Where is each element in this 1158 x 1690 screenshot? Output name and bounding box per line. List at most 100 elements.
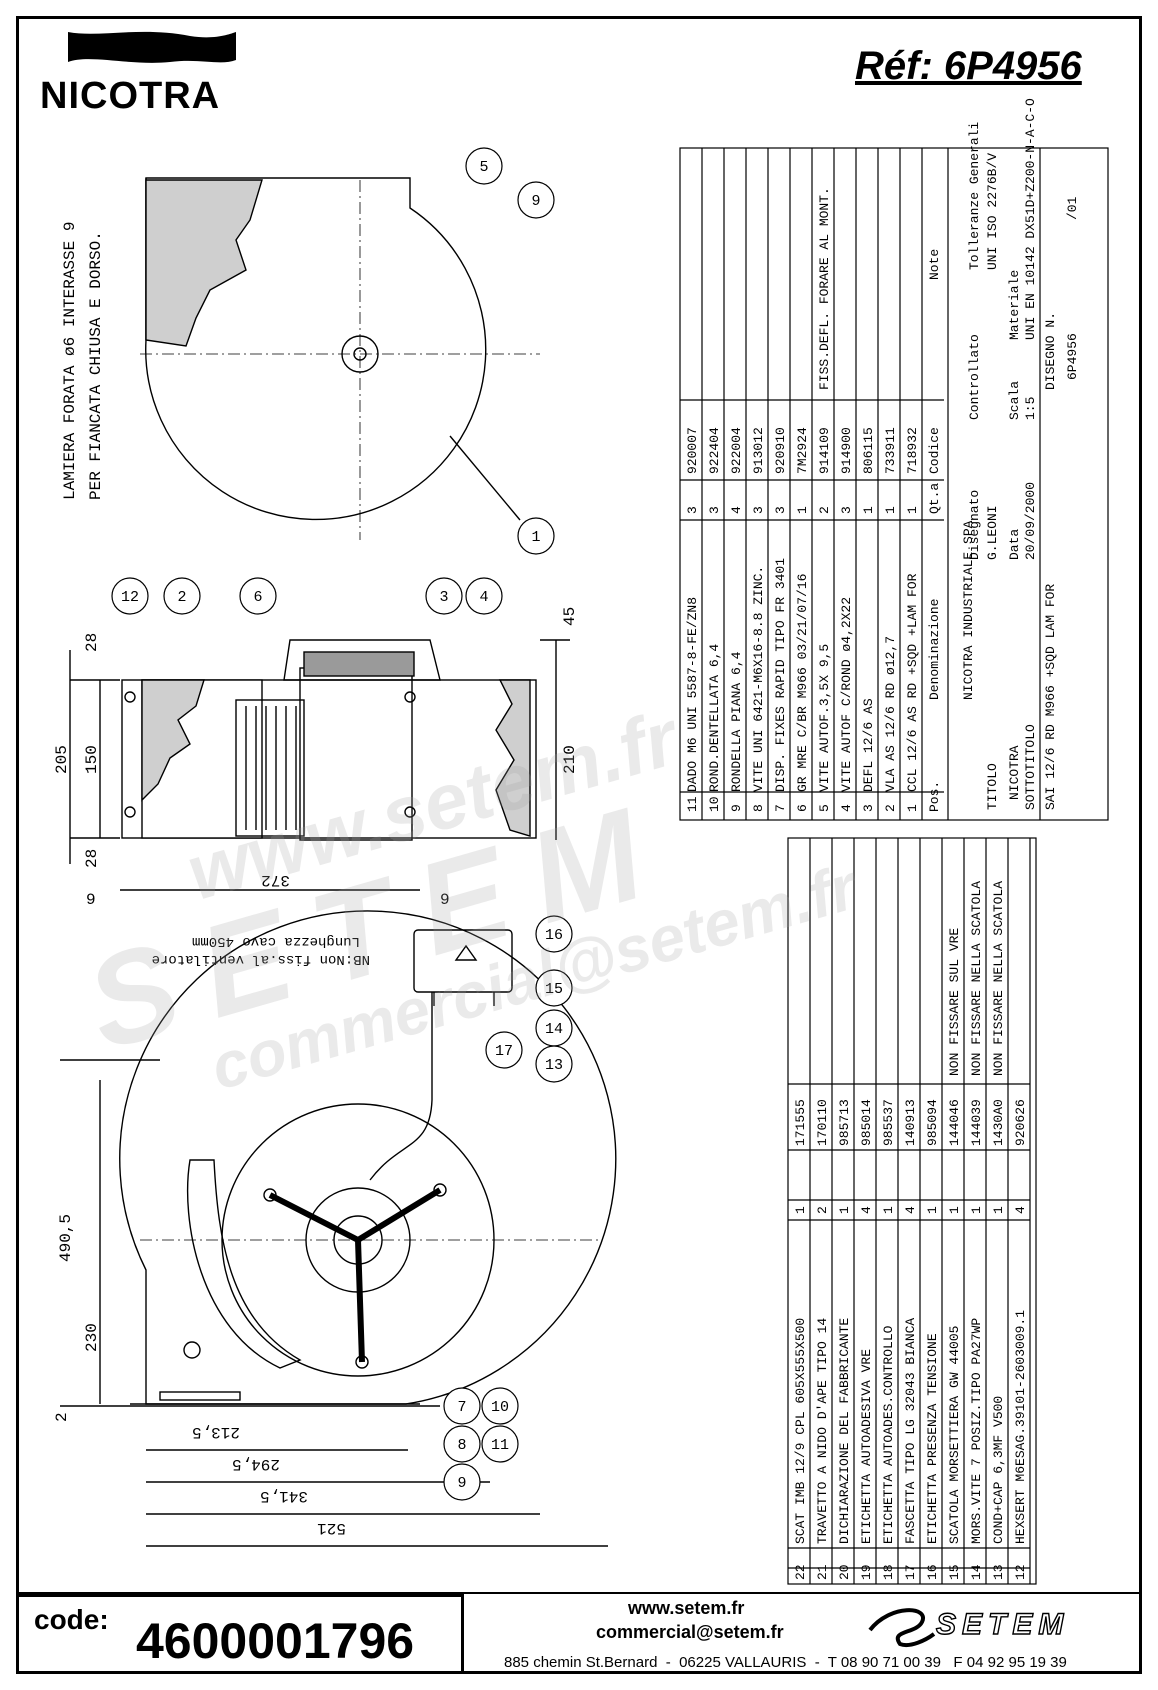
- balloon-10: 10: [491, 1399, 509, 1416]
- bom-row-code: 7M2924: [795, 427, 810, 474]
- title-block-drawing-no-label: DISEGNO N.: [1043, 312, 1058, 390]
- balloon-12: 12: [121, 589, 139, 606]
- balloon-9-top: 9: [531, 193, 540, 210]
- bom-lower-row-pos: 22: [793, 1564, 808, 1580]
- title-block-material-label: Materiale: [1007, 270, 1022, 340]
- dim-210: 210: [561, 745, 579, 774]
- bom-lower-row-description: SCAT IMB 12/9 CPL 605X555X500: [793, 1318, 808, 1544]
- title-block-date-label: Data: [1007, 529, 1022, 560]
- dim-45: 45: [561, 607, 579, 626]
- reference-number: Réf: 6P4956: [855, 44, 1082, 88]
- bom-lower-row-qty: 2: [815, 1206, 830, 1214]
- perforated-sheet-note-line1: LAMIERA FORATA ø6 INTERASSE 9: [61, 222, 79, 500]
- dim-341-5: 341,5: [260, 1487, 308, 1505]
- bom-header-qty: Qt.a: [927, 483, 942, 514]
- bom-header-description: Denominazione: [927, 599, 942, 700]
- balloon-15: 15: [545, 981, 563, 998]
- bom-row-qty: 1: [861, 506, 876, 514]
- code-box: [16, 1594, 464, 1674]
- bom-row-qty: 1: [795, 506, 810, 514]
- bom-lower-row-pos: 15: [947, 1564, 962, 1580]
- dim-28-bottom: 28: [83, 849, 101, 868]
- balloon-7: 7: [457, 1399, 466, 1416]
- bom-row-description: VITE AUTOF.3,5X 9,5: [817, 644, 832, 792]
- bom-row-pos: 4: [839, 804, 854, 812]
- bom-row-code: 718932: [905, 427, 920, 474]
- bom-row-description: VITE UNI 6421-M6X16-8.8 ZINC.: [751, 566, 766, 792]
- bom-row-pos: 11: [685, 796, 700, 812]
- dim-372: 372: [261, 871, 290, 889]
- bom-row-code: 914109: [817, 427, 832, 474]
- bom-lower-row-description: ETICHETTA PRESENZA TENSIONE: [925, 1333, 940, 1544]
- bom-row-pos: 8: [751, 804, 766, 812]
- bom-lower-row-qty: 1: [947, 1206, 962, 1214]
- title-block-designed-label: Disegnato: [967, 490, 982, 560]
- junction-box-note-line2: Lunghezza cavo 450mm: [192, 933, 360, 949]
- balloon-5: 5: [479, 159, 488, 176]
- bom-lower-row-code: 144039: [969, 1099, 984, 1146]
- bom-row-pos: 2: [883, 804, 898, 812]
- bom-row-code: 914900: [839, 427, 854, 474]
- dim-150: 150: [83, 745, 101, 774]
- bom-lower-row-description: ETICHETTA AUTOADES.CONTROLLO: [881, 1325, 896, 1544]
- title-block-scale-label: Scala: [1007, 381, 1022, 420]
- bom-lower-row-description: ETICHETTA AUTOADESIVA VRE: [859, 1349, 874, 1544]
- bom-lower-row-pos: 20: [837, 1564, 852, 1580]
- balloon-17: 17: [495, 1043, 513, 1060]
- bom-lower-row-description: MORS.VITE 7 POSIZ.TIPO PA27WP: [969, 1318, 984, 1544]
- bom-lower-row-description: COND+CAP 6,3MF V500: [991, 1396, 1006, 1544]
- title-block-controlled-label: Controllato: [967, 334, 982, 420]
- balloon-1: 1: [531, 529, 540, 546]
- title-block-tolerance-label: Tolleranze Generali: [967, 122, 982, 270]
- bom-lower-row-code: 171555: [793, 1099, 808, 1146]
- footer-email[interactable]: commercial@setem.fr: [596, 1622, 784, 1642]
- footer-website[interactable]: www.setem.fr: [628, 1598, 745, 1618]
- bom-row-code: 913012: [751, 427, 766, 474]
- balloon-2: 2: [177, 589, 186, 606]
- title-block-revision: /01: [1065, 196, 1080, 220]
- title-block-company: NICOTRA INDUSTRIALE SPA: [961, 520, 976, 700]
- bom-lower-row-code: 985014: [859, 1099, 874, 1146]
- bom-row-qty: 3: [773, 506, 788, 514]
- balloon-4: 4: [479, 589, 488, 606]
- balloon-3: 3: [439, 589, 448, 606]
- code-value: 4600001796: [136, 1613, 415, 1669]
- bom-row-code: 922404: [707, 427, 722, 474]
- bom-lower-row-code: 985537: [881, 1099, 896, 1146]
- bom-row-description: VLA AS 12/6 RD ø12,7: [883, 636, 898, 792]
- setem-logo-text: SETEM: [935, 1607, 1070, 1641]
- footer-divider: [16, 1592, 1142, 1594]
- bom-lower-row-note: NON FISSARE SUL VRE: [947, 928, 962, 1076]
- title-block-scale: 1:5: [1023, 397, 1038, 420]
- bom-header-pos: Pos.: [927, 781, 942, 812]
- bom-row-qty: 3: [751, 506, 766, 514]
- bom-row-qty: 1: [883, 506, 898, 514]
- bom-lower-row-pos: 16: [925, 1564, 940, 1580]
- bom-lower-row-qty: 1: [837, 1206, 852, 1214]
- bom-lower-row-qty: 1: [925, 1206, 940, 1214]
- bom-row-description: CCL 12/6 AS RD +SQD +LAM FOR: [905, 573, 920, 792]
- brand-name: NICOTRA: [40, 75, 221, 117]
- bom-lower-row-pos: 21: [815, 1564, 830, 1580]
- bom-lower-row-description: DICHIARAZIONE DEL FABBRICANTE: [837, 1318, 852, 1544]
- bom-row-description: GR MRE C/BR M966 03/21/07/16: [795, 574, 810, 792]
- bom-lower-row-pos: 13: [991, 1564, 1006, 1580]
- title-block-logo: NICOTRA: [1007, 745, 1022, 800]
- bom-lower-row-qty: 1: [793, 1206, 808, 1214]
- bom-lower-row-qty: 1: [991, 1206, 1006, 1214]
- title-block-tolerance: UNI ISO 2276B/V: [985, 153, 1000, 270]
- dim-205: 205: [53, 745, 71, 774]
- bom-lower-row-code: 985094: [925, 1099, 940, 1146]
- title-block-subtitle-label: SOTTOTITOLO: [1023, 724, 1038, 810]
- bom-row-pos: 6: [795, 804, 810, 812]
- title-block-title-label: TITOLO: [985, 763, 1000, 810]
- bom-lower-row-note: NON FISSARE NELLA SCATOLA: [969, 881, 984, 1076]
- bom-lower-row-code: 985713: [837, 1099, 852, 1146]
- bom-row-code: 922004: [729, 427, 744, 474]
- balloon-8: 8: [457, 1437, 466, 1454]
- title-block-drawing-no: 6P4956: [1065, 333, 1080, 380]
- bom-row-qty: 1: [905, 506, 920, 514]
- title-block-designed: G.LEONI: [985, 505, 1000, 560]
- balloon-11: 11: [491, 1437, 509, 1454]
- bom-lower-row-qty: 4: [859, 1206, 874, 1214]
